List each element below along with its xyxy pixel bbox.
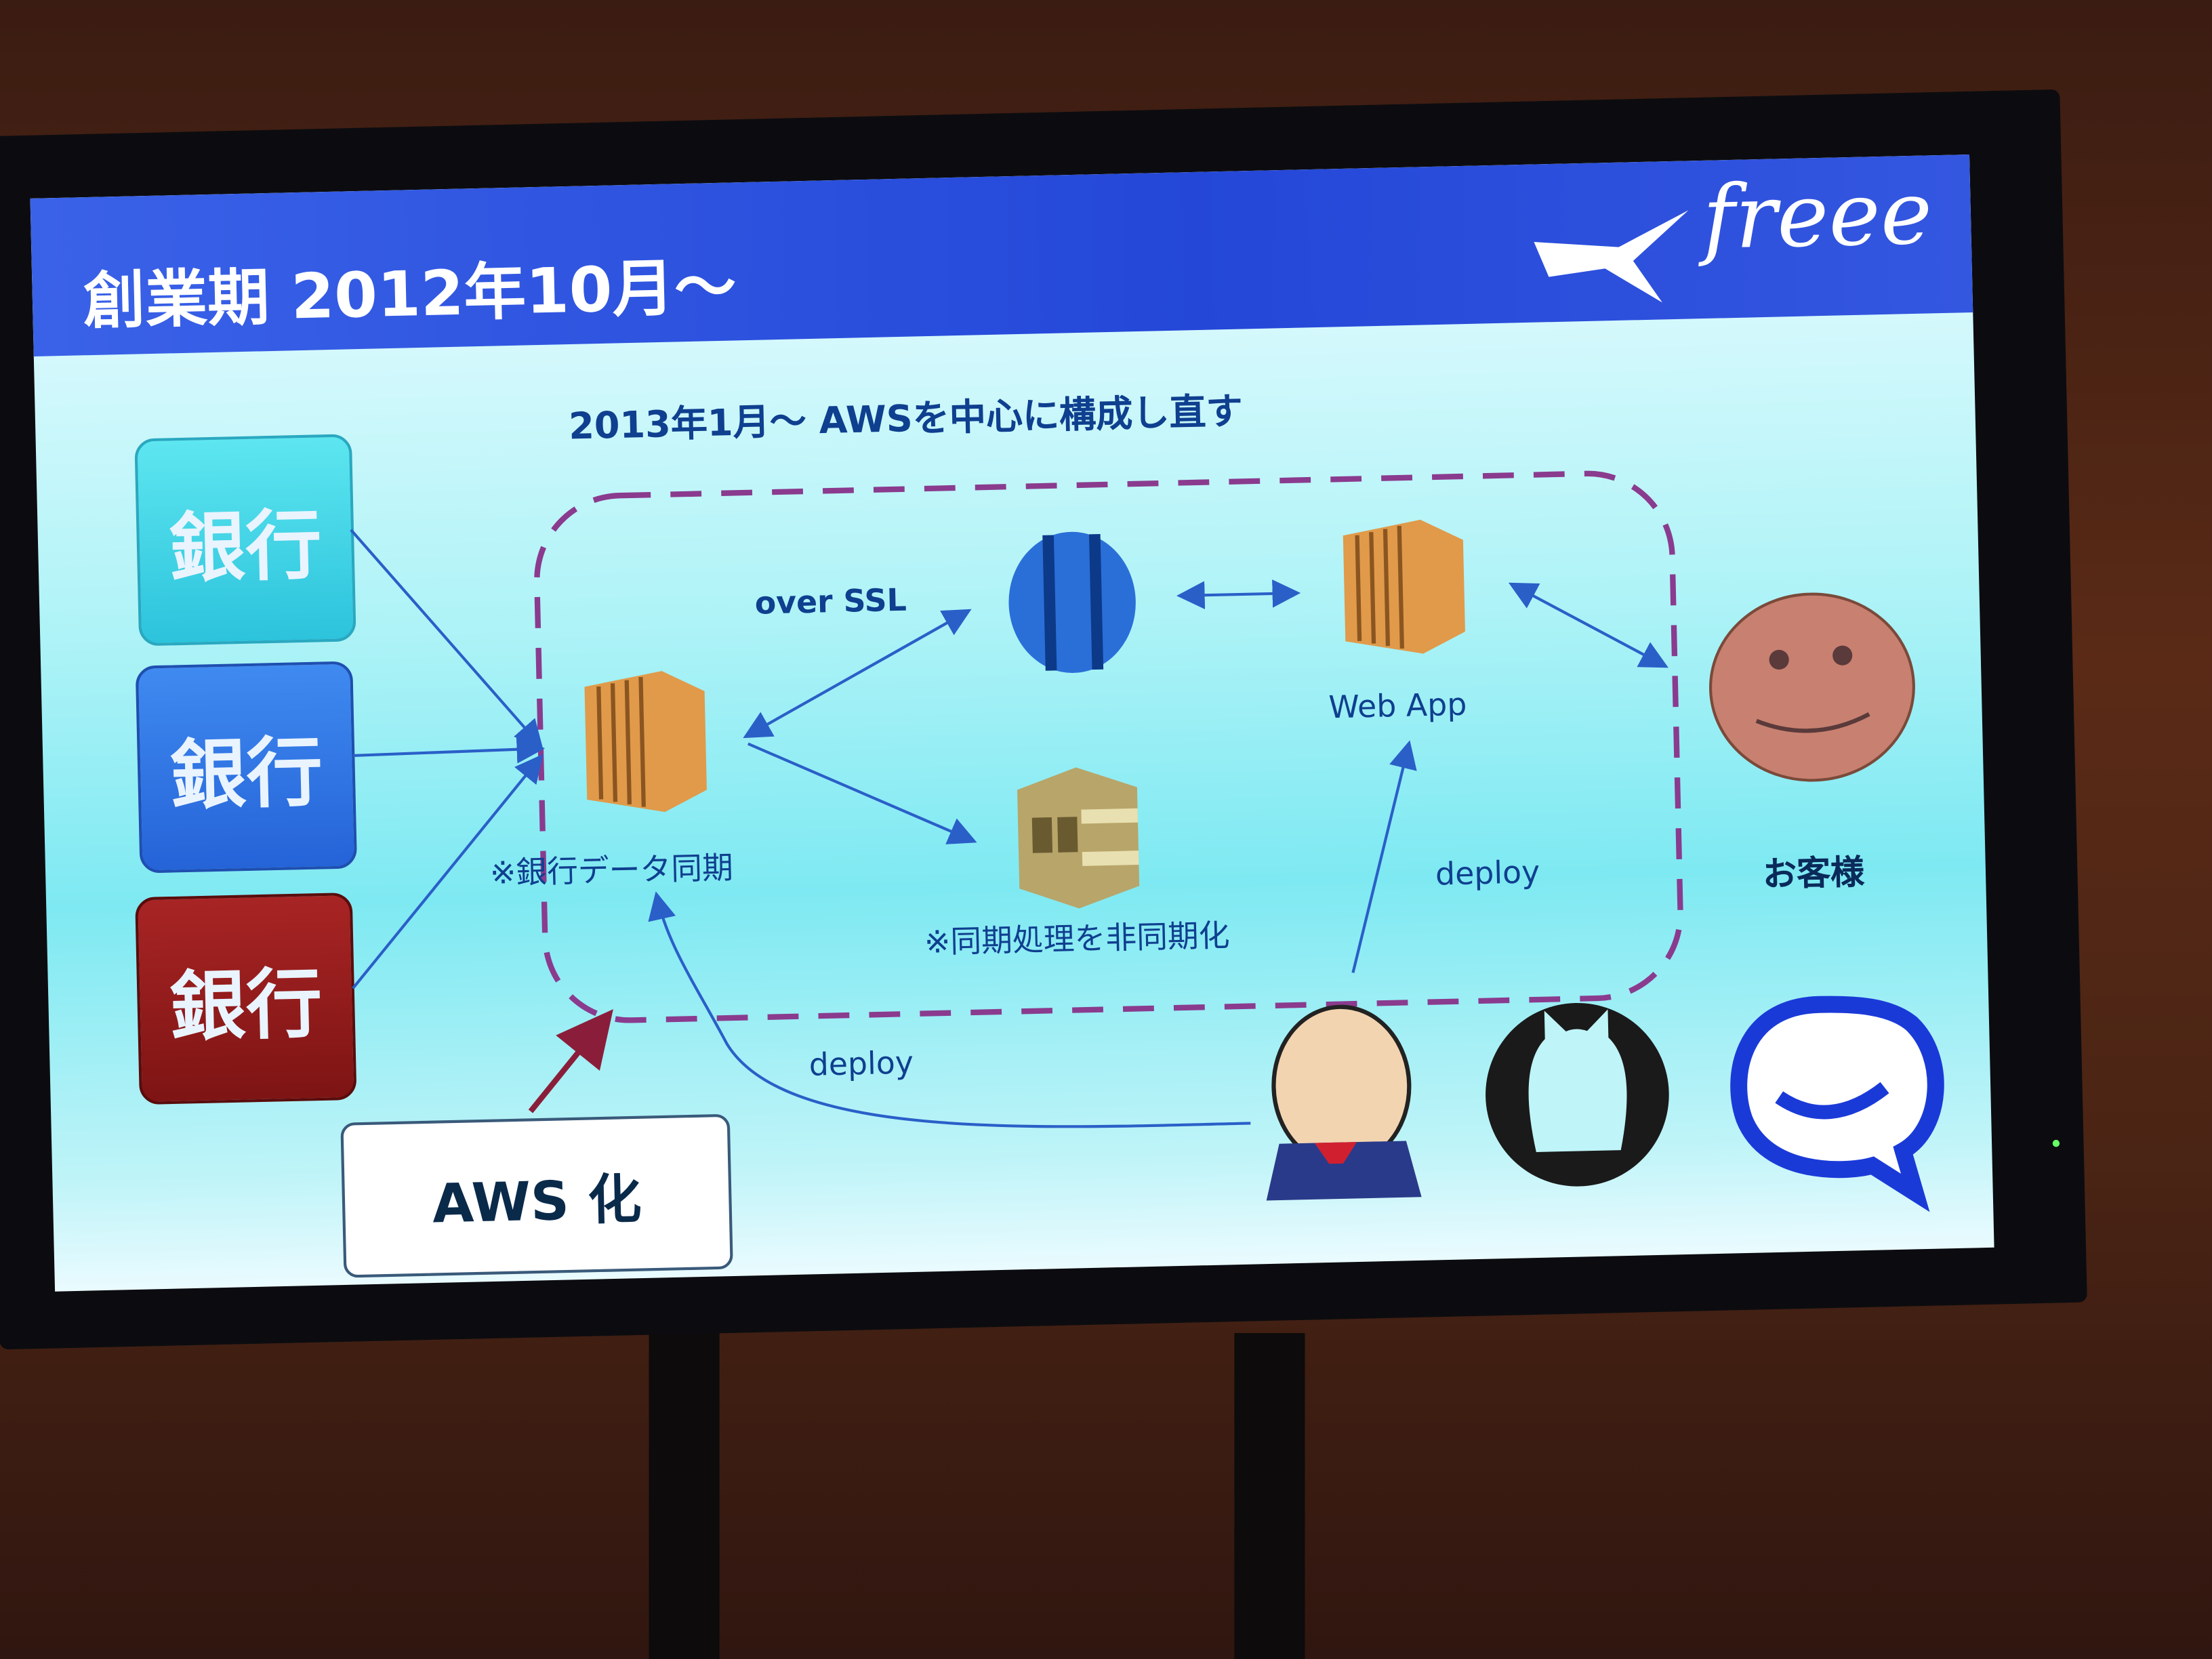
arrow-sqs: [747, 742, 977, 844]
arrow-db-web: [1176, 579, 1301, 609]
arrow-deploy-web: [1351, 740, 1417, 973]
stand-leg-left: [649, 1333, 720, 1659]
arrow-ssl: [743, 609, 972, 739]
title-bar: 創業期 2012年10月～ freee: [30, 154, 1973, 356]
arrow-deploy-ec2: [648, 891, 1251, 1128]
aws-migration-box: AWS 化: [340, 1113, 733, 1278]
arrow-bank2: [353, 735, 546, 764]
github-icon: [1486, 1002, 1669, 1187]
customer-smiley-icon: [1709, 592, 1915, 782]
bank-sync-label: ※銀行データ同期: [489, 851, 734, 893]
arrow-aws: [528, 1009, 613, 1113]
presentation-slide: 創業期 2012年10月～ freee 2013年1月～ AWSを中心に構成し直…: [30, 154, 1994, 1292]
web-app-label: Web App: [1328, 688, 1467, 726]
sqs-icon: [1017, 767, 1140, 909]
arrow-bank3: [352, 754, 544, 989]
jenkins-icon: [1266, 1004, 1422, 1201]
customer-label: お客様: [1762, 852, 1865, 895]
stand-leg-right: [1234, 1333, 1305, 1659]
over-ssl-label: over SSL: [754, 583, 907, 623]
swallow-logo-icon: [1534, 210, 1689, 303]
ec2-bank-sync-icon: [584, 671, 707, 813]
hipchat-icon: [1730, 996, 1944, 1212]
dynamodb-icon: [1008, 531, 1136, 673]
async-label: ※同期処理を非同期化: [924, 919, 1231, 962]
power-led: [2052, 1139, 2060, 1147]
arrow-web-customer: [1508, 582, 1668, 668]
deploy-label-left: deploy: [808, 1046, 914, 1084]
arrow-bank1: [350, 529, 544, 749]
ec2-web-app-icon: [1343, 519, 1465, 654]
diagram-graphics: [350, 470, 1944, 1212]
deploy-label-right: deploy: [1435, 855, 1540, 894]
